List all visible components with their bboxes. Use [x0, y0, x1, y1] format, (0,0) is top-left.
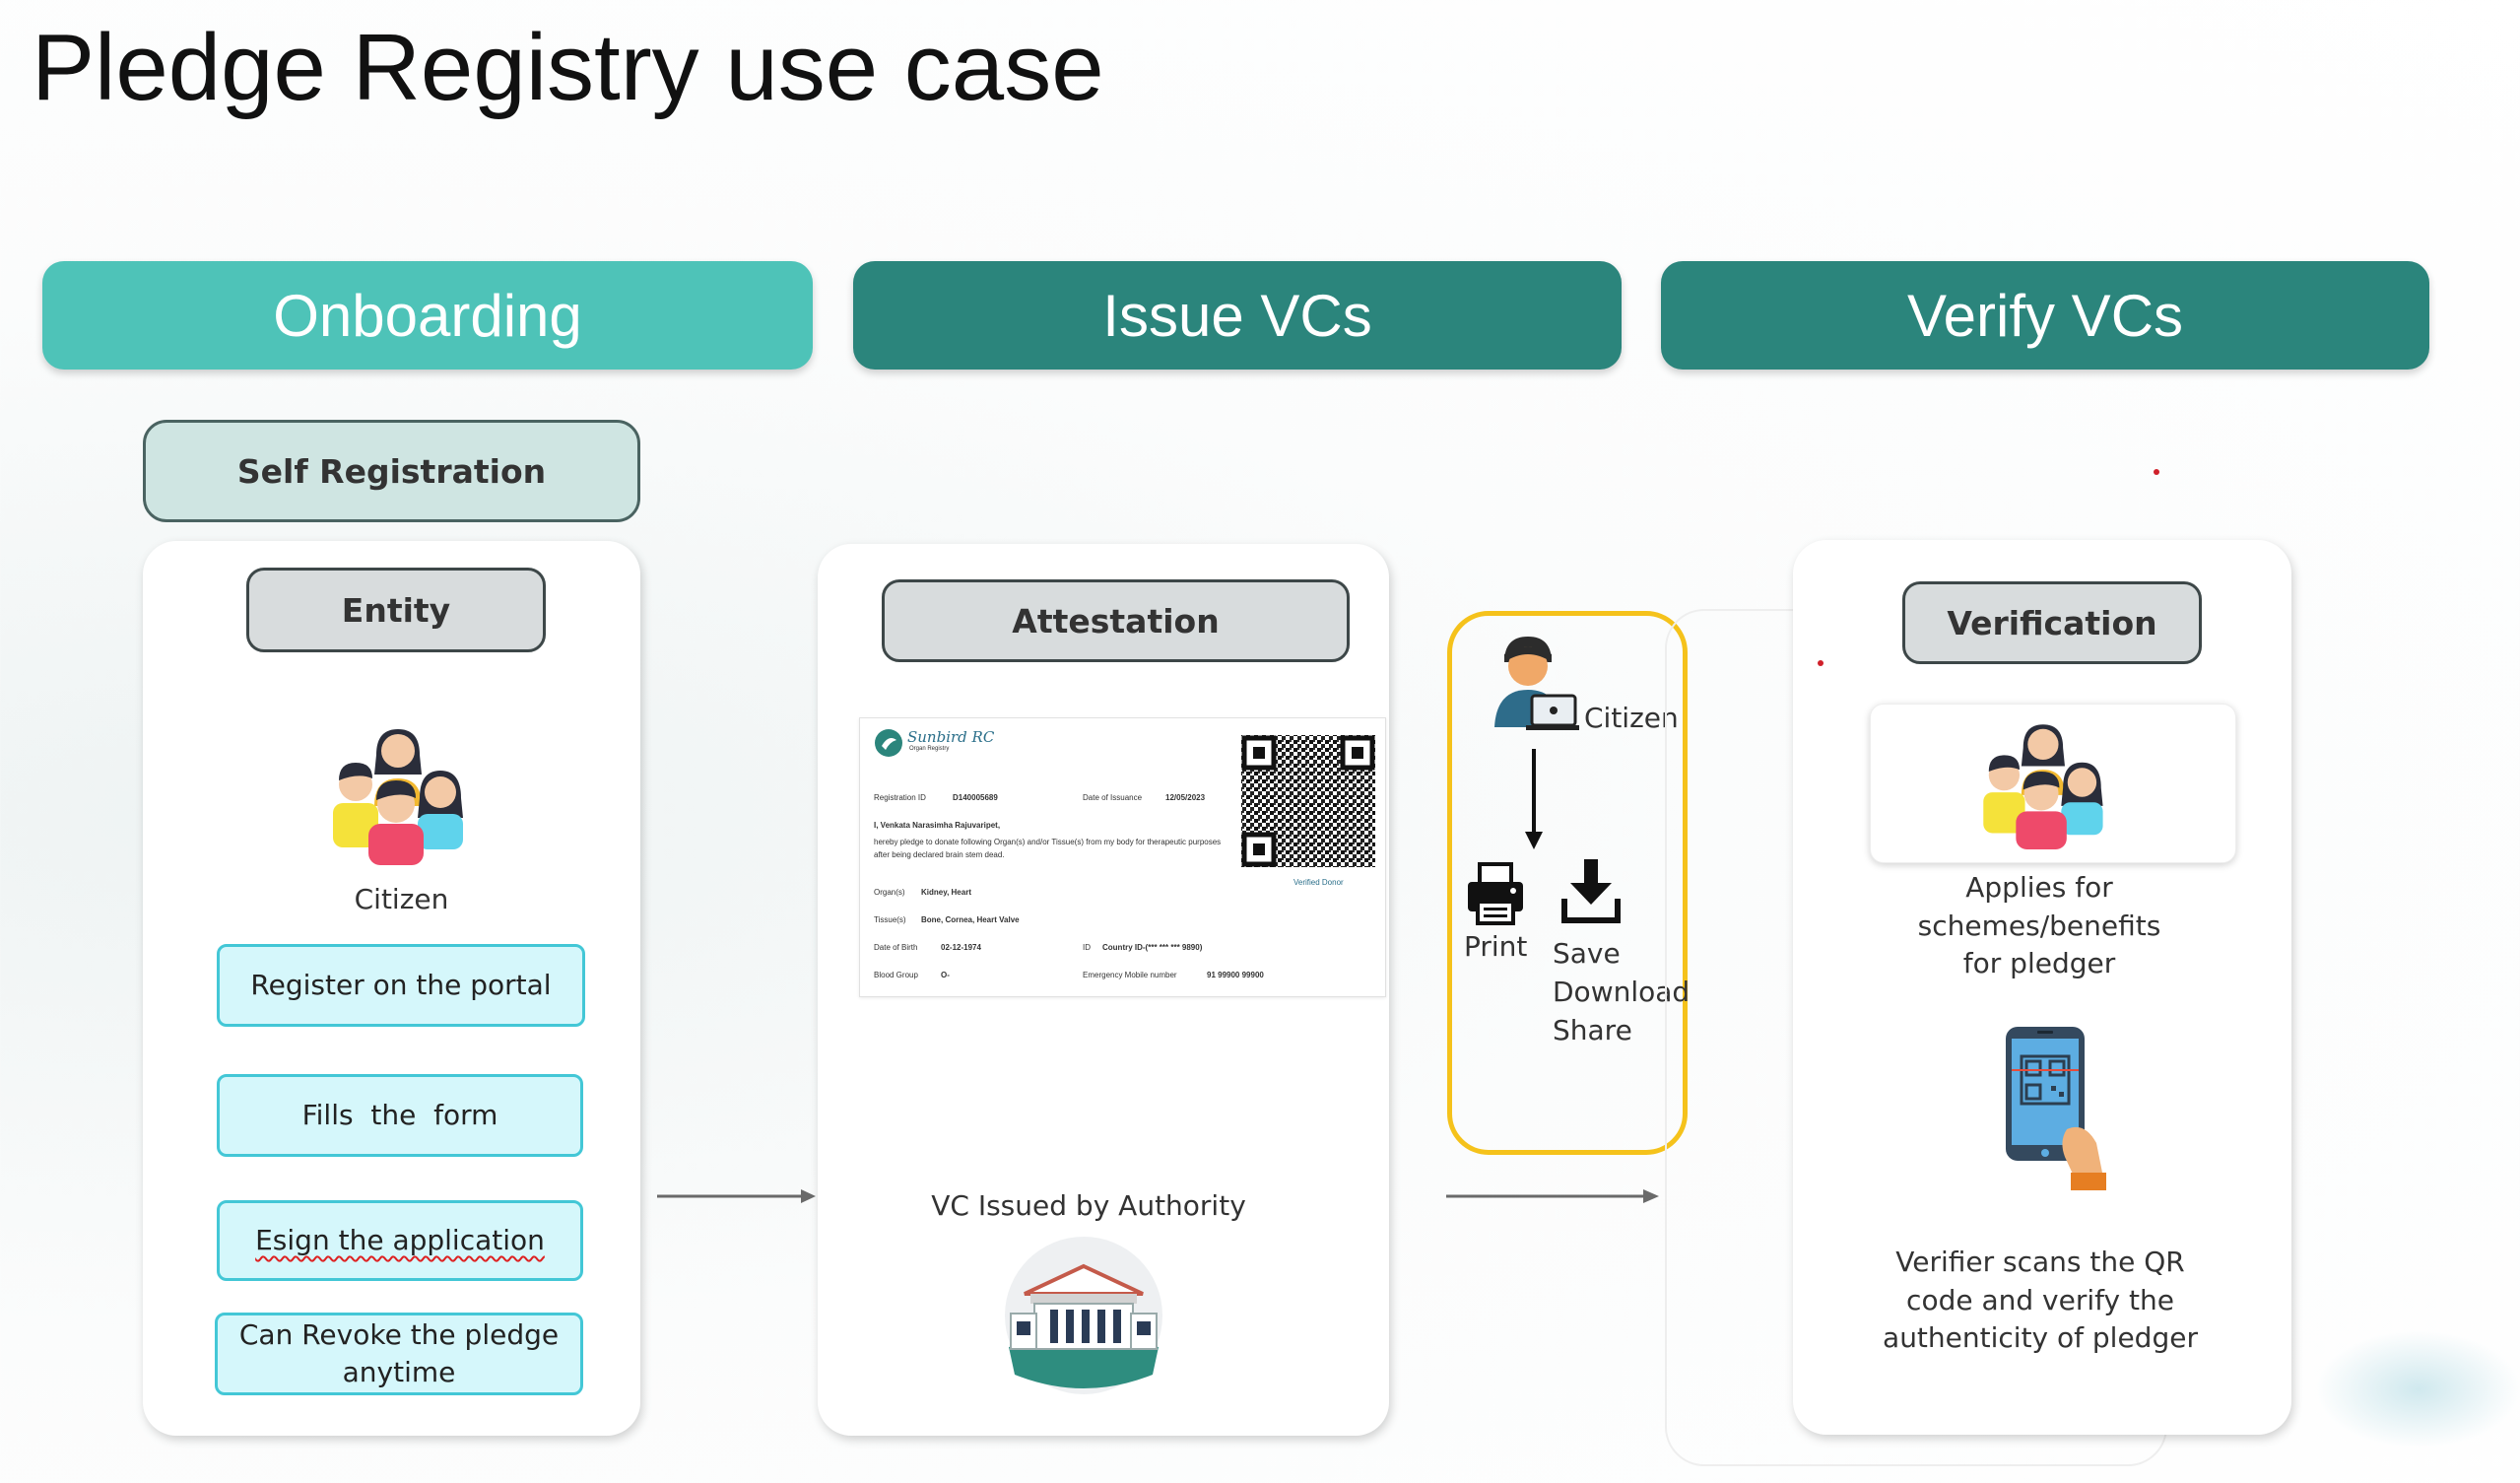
- vc-id-value: Country ID-(*** *** *** 9890): [1102, 943, 1203, 952]
- attestation-label: Attestation: [882, 579, 1350, 662]
- citizen-box-label: Citizen: [1584, 702, 1679, 734]
- people-group-icon: [1983, 724, 2103, 849]
- vc-pledge-text: hereby pledge to donate following Organ(…: [874, 838, 1222, 859]
- people-group-icon: [333, 729, 463, 865]
- vc-tissues: Bone, Cornea, Heart Valve: [921, 915, 1020, 924]
- page-title: Pledge Registry use case: [32, 15, 1104, 120]
- vc-emergency-label: Emergency Mobile number: [1083, 971, 1177, 979]
- flow-arrow-down: [1525, 749, 1543, 849]
- phase-verify-vcs: Verify VCs: [1661, 261, 2429, 370]
- vc-issued-label: Date of Issuance: [1083, 793, 1143, 802]
- building-icon: [1005, 1237, 1162, 1394]
- print-label: Print: [1464, 930, 1528, 963]
- vc-emergency: 91 99900 99900: [1207, 971, 1264, 979]
- vc-id-label: ID: [1083, 943, 1091, 952]
- action-save: Save: [1553, 937, 1621, 970]
- step-register-portal: Register on the portal: [217, 944, 585, 1027]
- step-esign: Esign the application: [217, 1200, 583, 1281]
- vc-verified-label: Verified Donor: [1293, 878, 1344, 887]
- vc-brand: Sunbird RC: [907, 728, 995, 746]
- vc-organs-label: Organ(s): [874, 888, 905, 897]
- entity-label: Entity: [246, 568, 546, 652]
- vc-pledge-name: I, Venkata Narasimha Rajuvaripet,: [874, 821, 1001, 830]
- flow-arrow-onboarding-to-issue: [657, 1189, 816, 1203]
- verify-card: [1793, 540, 2291, 1435]
- vc-organs: Kidney, Heart: [921, 888, 971, 897]
- vc-issued-by-label: VC Issued by Authority: [931, 1189, 1246, 1222]
- self-registration-header: Self Registration: [143, 420, 640, 522]
- download-icon: [1561, 859, 1621, 923]
- step-esign-text: Esign the application: [255, 1224, 545, 1257]
- vc-certificate-card: Sunbird RC Organ Registry Registration I…: [859, 717, 1386, 997]
- citizen-actions-box: [1447, 611, 1688, 1155]
- flow-arrow-issue-to-verify: [1446, 1189, 1659, 1203]
- phase-issue-vcs: Issue VCs: [853, 261, 1622, 370]
- decorative-dot: [2154, 469, 2159, 475]
- vc-brand-sub: Organ Registry: [909, 746, 950, 752]
- step-fill-form: Fills the form: [217, 1074, 583, 1157]
- vc-tissues-label: Tissue(s): [874, 915, 906, 924]
- phone-qr-icon: [2006, 1027, 2106, 1190]
- vc-reg-id-label: Registration ID: [874, 793, 926, 802]
- step-revoke-pledge: Can Revoke the pledge anytime: [215, 1313, 583, 1395]
- sunbird-logo-icon: [875, 729, 902, 757]
- phase-onboarding: Onboarding: [42, 261, 813, 370]
- verification-label: Verification: [1902, 581, 2202, 664]
- action-share: Share: [1553, 1014, 1632, 1047]
- vc-dob: 02-12-1974: [941, 943, 981, 952]
- vc-blood-label: Blood Group: [874, 971, 918, 979]
- decorative-dot: [1818, 660, 1824, 666]
- vc-dob-label: Date of Birth: [874, 943, 918, 952]
- citizen-caption: Citizen: [354, 883, 449, 915]
- decorative-glow: [2315, 1330, 2520, 1449]
- person-laptop-icon: [1494, 637, 1579, 730]
- printer-icon: [1468, 862, 1523, 925]
- qr-code-icon: [1238, 732, 1378, 870]
- vc-reg-id: D140005689: [953, 793, 998, 802]
- applies-text: Applies for schemes/benefits for pledger: [1917, 871, 2161, 980]
- vc-blood: O-: [941, 971, 950, 979]
- scan-text: Verifier scans the QR code and verify th…: [1883, 1246, 2198, 1355]
- vc-issued: 12/05/2023: [1165, 793, 1206, 802]
